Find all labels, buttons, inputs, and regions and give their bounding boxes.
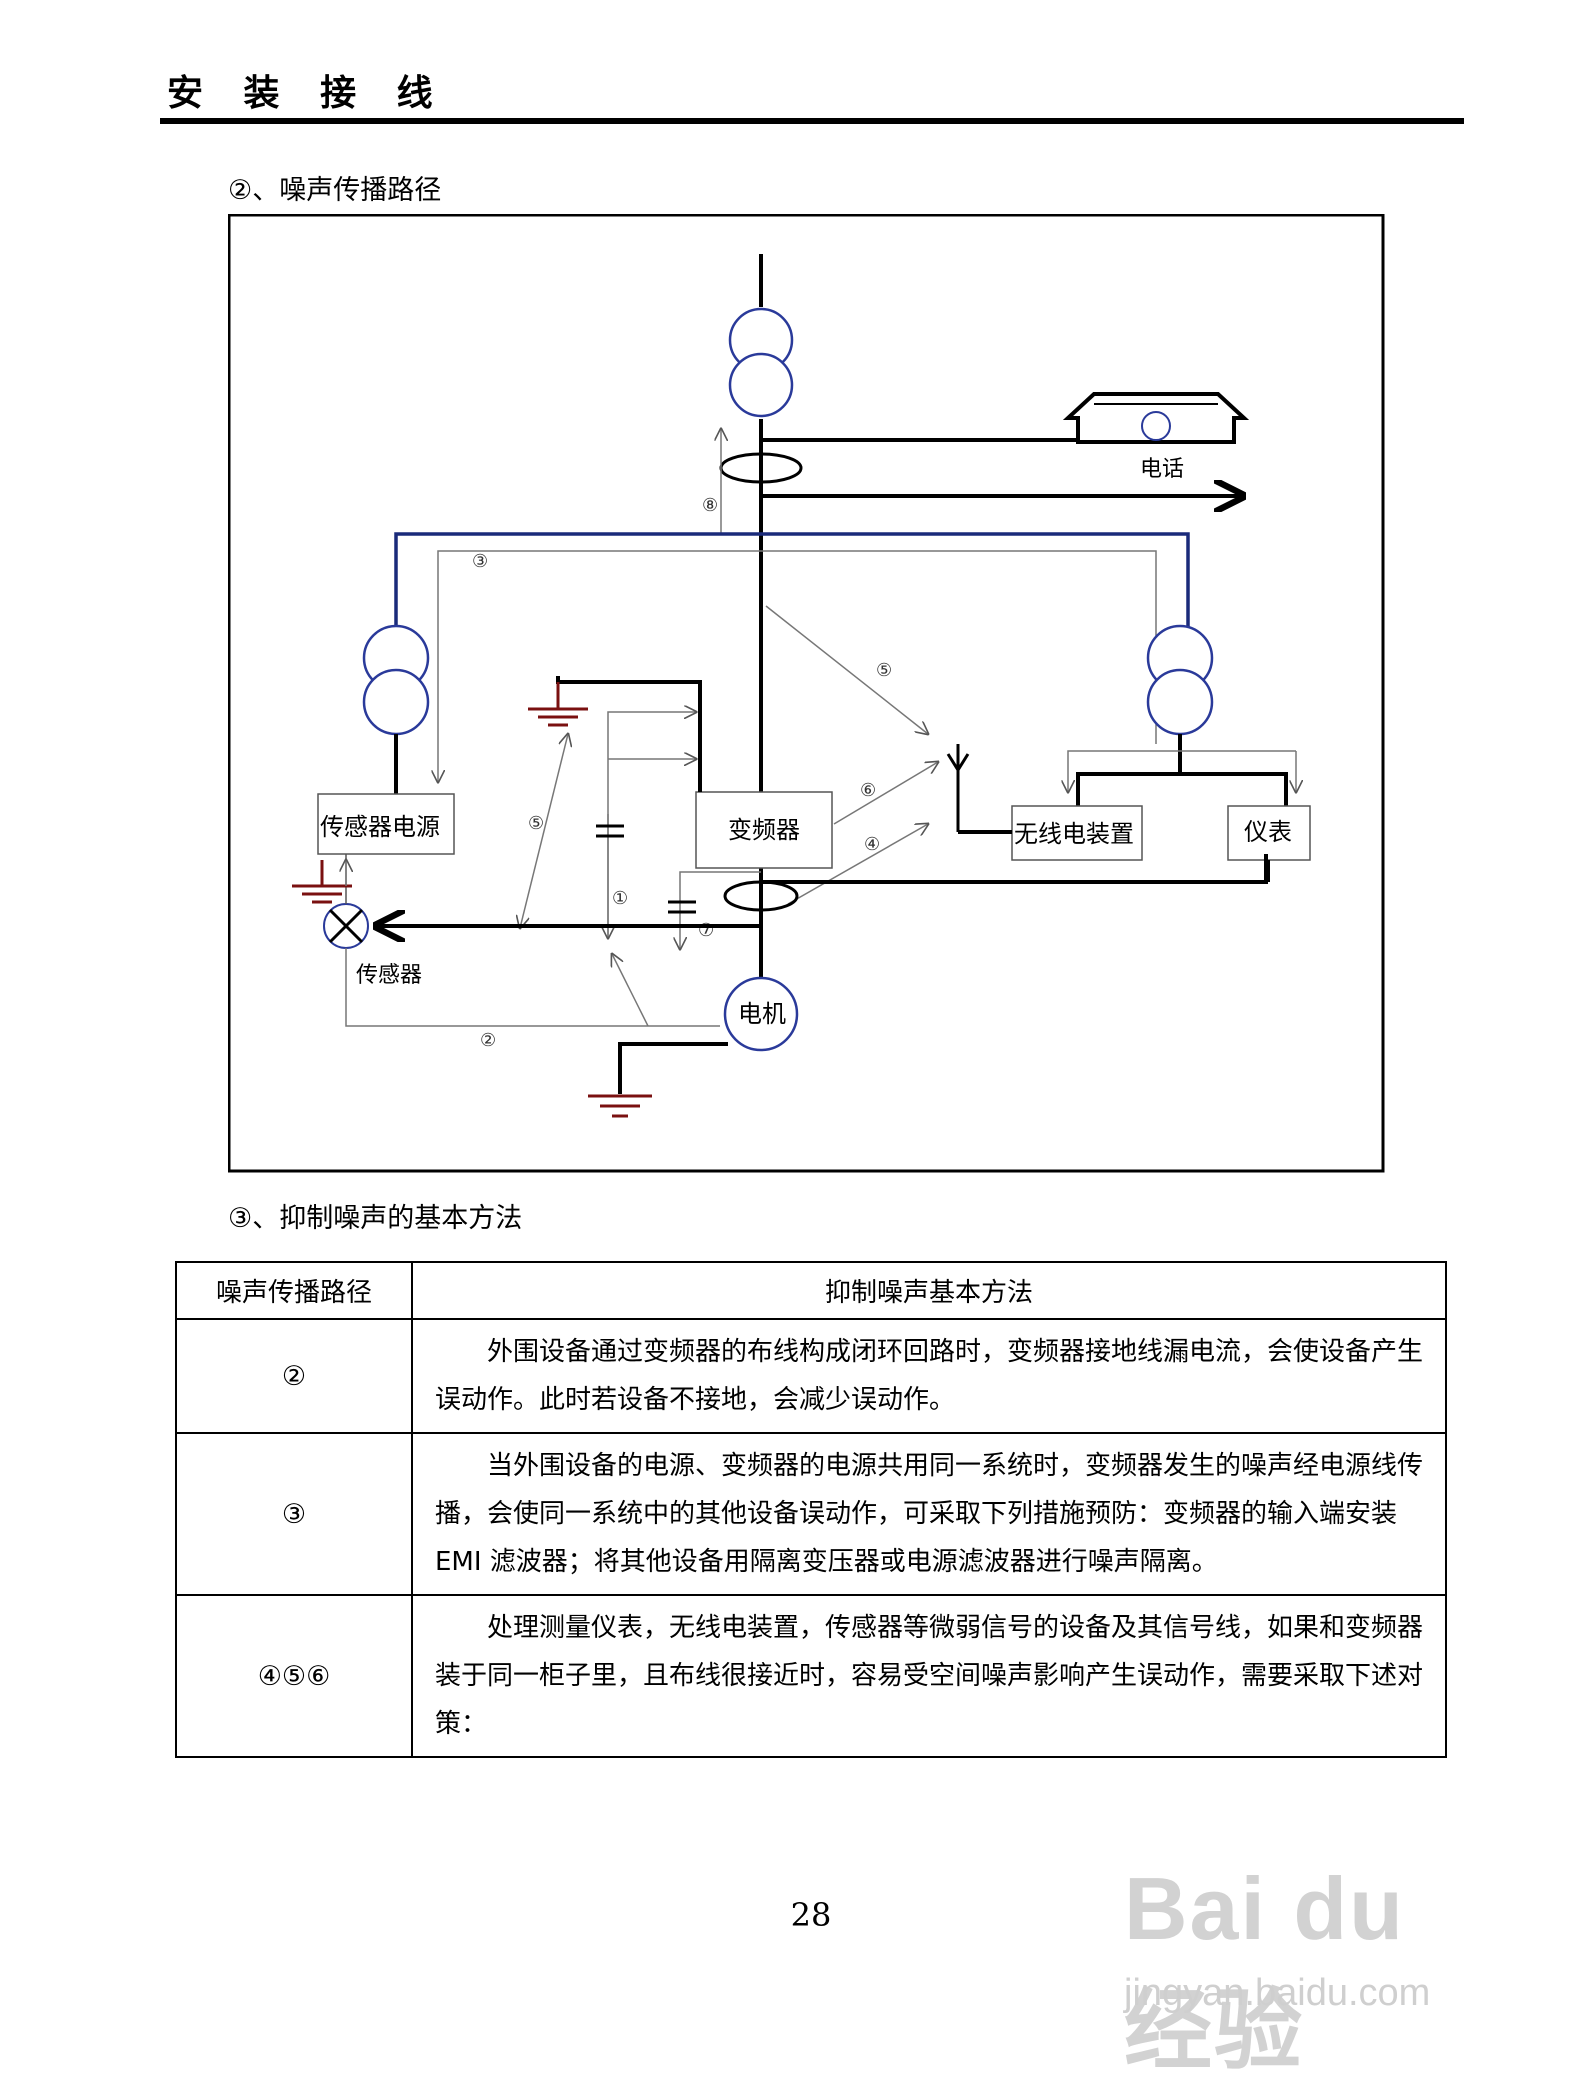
inverter-box	[695, 791, 833, 869]
sensor-icon	[323, 903, 369, 949]
path-8-label: ⑧	[702, 495, 718, 516]
noise-suppression-table: 噪声传播路径 抑制噪声基本方法 ② 外围设备通过变频器的布线构成闭环回路时，变频…	[175, 1261, 1447, 1758]
row-path: ④⑤⑥	[175, 1594, 413, 1758]
watermark-url: jingyan.baidu.com	[1124, 1972, 1431, 2014]
label-sensor: 传感器	[356, 963, 422, 988]
meter-transformer	[1146, 624, 1214, 736]
ground-icon-left	[292, 860, 352, 904]
capacitor-left	[596, 824, 624, 838]
inverter-ground-wire	[556, 676, 702, 792]
table-row: ④⑤⑥ 处理测量仪表，无线电装置，传感器等微弱信号的设备及其信号线，如果和变频器…	[175, 1594, 1447, 1758]
label-sensor-power: 传感器电源	[320, 813, 440, 841]
header-method: 抑制噪声基本方法	[411, 1261, 1447, 1320]
path-3-label: ③	[472, 551, 488, 572]
path-2-label: ②	[480, 1030, 496, 1051]
motor-icon	[723, 976, 799, 1052]
section-title-methods: ③、抑制噪声的基本方法	[228, 1203, 523, 1234]
noise-path-diagram: 电话 ⑧ ③ 传感器电源 变频器 无线电装置 仪表 ⑤ ⑥ ④	[228, 214, 1385, 1173]
row-method: 外围设备通过变频器的布线构成闭环回路时，变频器接地线漏电流，会使设备产生误动作。…	[411, 1318, 1447, 1434]
phone-line-lower	[759, 440, 1243, 496]
path-5-arrow-left	[520, 734, 568, 928]
path-2-loop	[345, 948, 720, 1027]
row-path: ③	[175, 1432, 413, 1596]
table-row: ② 外围设备通过变频器的布线构成闭环回路时，变频器接地线漏电流，会使设备产生误动…	[175, 1318, 1447, 1434]
path-4-label: ④	[864, 834, 880, 855]
path-4-arrow	[787, 824, 928, 905]
page-number: 28	[790, 1896, 832, 1934]
motor-ground-wire	[618, 1042, 728, 1094]
header-rule	[160, 118, 1464, 124]
antenna-icon	[946, 744, 1012, 834]
table-row: ③ 当外围设备的电源、变频器的电源共用同一系统时，变频器发生的噪声经电源线传播，…	[175, 1432, 1447, 1596]
main-transformer	[728, 307, 794, 418]
capacitor-right	[668, 900, 696, 914]
path-6-arrow	[833, 762, 938, 825]
path-5-label-left: ⑤	[528, 813, 544, 834]
header-noise-path: 噪声传播路径	[175, 1261, 413, 1320]
sensor-power-bus	[394, 532, 1190, 662]
ground-icon-motor	[588, 1094, 652, 1118]
label-phone: 电话	[1140, 457, 1184, 482]
phone-icon	[1062, 392, 1250, 444]
path-6-label: ⑥	[860, 780, 876, 801]
page-header-title: 安 装 接 线	[167, 73, 447, 114]
path-5-arrow-right	[765, 605, 928, 734]
sensor-power-box	[317, 793, 455, 855]
row-path: ②	[175, 1318, 413, 1434]
row-method: 处理测量仪表，无线电装置，传感器等微弱信号的设备及其信号线，如果和变频器装于同一…	[411, 1594, 1447, 1758]
watermark-logo: Bai du 经验	[1124, 1859, 1405, 2080]
section-title-noise-path: ②、噪声传播路径	[228, 175, 442, 206]
path-1-label: ①	[612, 888, 628, 909]
baidu-jingyan-watermark: Bai du 经验 jingyan.baidu.com	[1120, 1850, 1480, 2080]
label-meter: 仪表	[1244, 818, 1292, 846]
meter-power-feed	[1180, 772, 1288, 806]
ground-icon-upper	[528, 682, 588, 727]
path-3-arrow	[438, 550, 1157, 782]
lower-ferrite-core	[723, 880, 799, 912]
diagram-frame	[228, 214, 1385, 1173]
label-motor: 电机	[738, 1000, 786, 1028]
label-radio: 无线电装置	[1014, 820, 1134, 848]
path-2-arrow-ground	[612, 954, 649, 1027]
row-method: 当外围设备的电源、变频器的电源共用同一系统时，变频器发生的噪声经电源线传播，会使…	[411, 1432, 1447, 1596]
path-7-label: ⑦	[698, 920, 714, 941]
table-header-row: 噪声传播路径 抑制噪声基本方法	[175, 1261, 1447, 1320]
radio-power-feed	[1076, 734, 1182, 806]
path-7-arrow	[680, 871, 761, 949]
sensor-power-transformer	[362, 624, 430, 736]
path-5-label-right: ⑤	[876, 660, 892, 681]
path-3-branch-radio	[1068, 750, 1296, 792]
label-inverter: 变频器	[728, 816, 800, 844]
